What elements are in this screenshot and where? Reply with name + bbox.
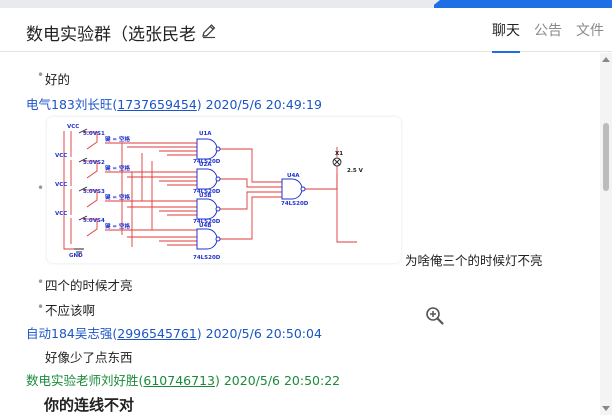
sender-qq-link[interactable]: 1737659454 [117, 97, 197, 112]
tab-chat[interactable]: 聊天 [492, 20, 520, 53]
bullet-icon: • [37, 68, 45, 82]
switch-label: S4 [97, 218, 105, 224]
chip-label: U4A [287, 173, 300, 179]
chat-header: 数电实验群（选张民老 聊天 公告 文件 [0, 8, 612, 53]
chip-label: U3B [199, 193, 212, 199]
key-label: 键 = 空格 [104, 135, 130, 143]
sender-qq-link[interactable]: 610746713 [143, 373, 215, 388]
gnd-label: GND [69, 253, 83, 259]
message-sender: 自动184吴志强(2996545761) 2020/5/6 20:50:04 [26, 326, 322, 341]
message-text: 好像少了点东西 [45, 350, 133, 365]
message-time: 2020/5/6 20:50:04 [205, 326, 322, 341]
message-time: 2020/5/6 20:50:22 [223, 373, 341, 388]
chip-part: 74LS20D [193, 255, 221, 261]
tab-files[interactable]: 文件 [576, 23, 604, 39]
bullet-icon: • [37, 181, 45, 195]
chip-part: 74LS20D [193, 159, 221, 165]
window-top-strip [0, 0, 612, 8]
message-time: 2020/5/6 20:49:19 [205, 97, 322, 112]
scroll-down-icon[interactable] [602, 406, 610, 411]
key-label: 键 = 空格 [104, 164, 130, 172]
message-text: 不应该啊 [45, 303, 96, 318]
chip-label: U2A [199, 162, 212, 168]
tab-announcement[interactable]: 公告 [534, 23, 562, 39]
key-label: 键 = 空格 [104, 193, 130, 201]
circuit-image[interactable]: VCC VCC VCC VCC GND 5.0V 5.0V 5.0V 5.0V … [47, 117, 444, 325]
voltage-label: 5.0V [83, 189, 98, 195]
group-title: 数电实验群（选张民老 [26, 25, 196, 45]
chat-message-list: • 好的 电气183刘长旺(1737659454) 2020/5/6 20:49… [0, 53, 600, 415]
sender-qq-link[interactable]: 2996545761 [117, 326, 197, 341]
bullet-icon: • [37, 300, 45, 314]
chip-part: 74LS20D [193, 219, 221, 225]
bullet-icon: • [37, 275, 45, 289]
chip-part: 74LS20D [281, 201, 309, 207]
switch-label: S2 [97, 160, 105, 166]
key-label: 键 = 空格 [104, 222, 130, 230]
message-text: 好的 [45, 72, 71, 87]
sender-name: 自动184吴志强 [26, 326, 113, 341]
chip-label: U1A [199, 131, 212, 137]
vcc-label: VCC [55, 211, 67, 217]
scroll-up-icon[interactable] [602, 57, 610, 62]
chip-part: 74LS20D [193, 189, 221, 195]
chip-label: U4B [199, 223, 212, 229]
vcc-label: VCC [55, 182, 67, 188]
message-text: 四个的时候才亮 [45, 278, 133, 293]
message-sender: 电气183刘长旺(1737659454) 2020/5/6 20:49:19 [26, 97, 322, 112]
top-accent-bar [434, 0, 612, 8]
message-text: 你的连线不对 [44, 396, 135, 414]
message-sender: 数电实验老师刘好胜(610746713) 2020/5/6 20:50:22 [26, 373, 341, 388]
voltage-label: 5.0V [83, 160, 98, 166]
lamp-label: X1 [335, 151, 343, 157]
message-text: 为啥俺三个的时候灯不亮 [405, 253, 543, 268]
voltage-label: 5.0V [83, 131, 98, 137]
zoom-in-icon[interactable] [425, 306, 445, 326]
switch-label: S3 [97, 189, 105, 195]
vcc-label: VCC [67, 124, 79, 130]
chat-scrollbar[interactable] [600, 53, 612, 415]
circuit-diagram: VCC VCC VCC VCC GND 5.0V 5.0V 5.0V 5.0V … [55, 124, 364, 261]
edit-pencil-icon[interactable] [200, 22, 218, 40]
sender-name: 电气183刘长旺 [26, 97, 113, 112]
header-tabs: 聊天 公告 文件 [492, 20, 604, 53]
lamp-voltage: 2.5 V [347, 168, 364, 174]
switch-label: S1 [97, 131, 105, 137]
vcc-label: VCC [55, 153, 67, 159]
sender-name: 数电实验老师刘好胜 [26, 373, 139, 388]
scroll-thumb[interactable] [603, 123, 609, 191]
voltage-label: 5.0V [83, 218, 98, 224]
